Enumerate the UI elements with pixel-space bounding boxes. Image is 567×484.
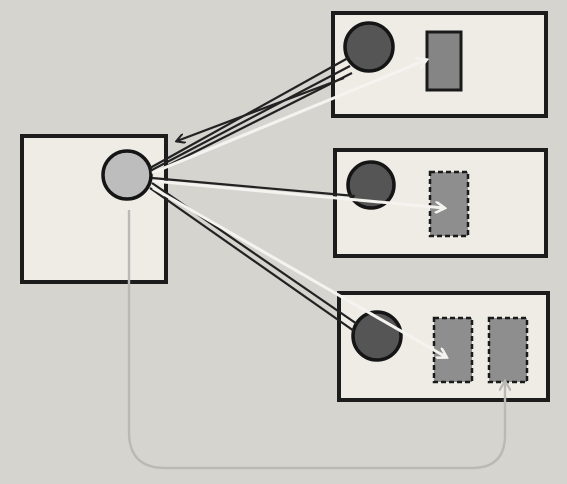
target-circle-top [343, 21, 395, 73]
solid-object-top [425, 30, 463, 92]
source-circle [101, 149, 153, 201]
target-circle-middle [346, 160, 396, 210]
light-line-bottom [152, 186, 446, 357]
light-line-top [151, 60, 426, 175]
grey-curve [127, 210, 505, 470]
dashed-object-middle [428, 170, 470, 238]
return-arrow [177, 76, 345, 141]
light-line-middle [152, 179, 444, 208]
dark-line-middle [151, 176, 356, 198]
dashed-object-bottom-right [487, 316, 529, 384]
dark-line-top-2 [149, 65, 351, 172]
dark-line-top-3 [150, 72, 353, 175]
dashed-object-bottom-left [432, 316, 474, 384]
target-circle-bottom [351, 310, 403, 362]
dark-line-bottom-2 [149, 187, 355, 332]
